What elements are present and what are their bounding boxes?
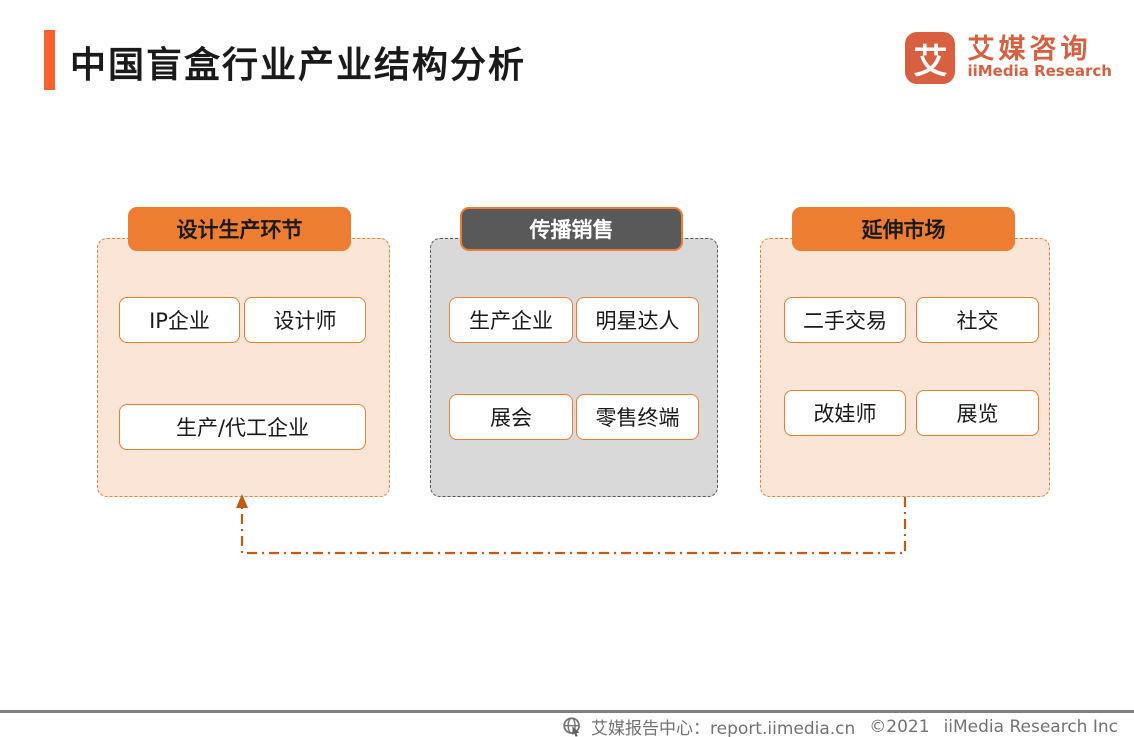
title-accent-bar [44, 30, 55, 90]
footer-divider [0, 710, 1134, 713]
panel-design-production: IP企业 设计师 生产/代工企业 [97, 238, 390, 497]
item-designer: 设计师 [244, 297, 366, 343]
item-exhibition: 展览 [916, 390, 1039, 436]
item-social: 社交 [916, 297, 1039, 343]
brand-logo-text: 艾媒咨询 iiMedia Research [967, 33, 1112, 81]
brand-logo-icon: 艾 [905, 32, 956, 84]
footer-company: iiMedia Research Inc [943, 716, 1118, 737]
item-production-company: 生产企业 [449, 297, 573, 343]
panel-header-extended-market: 延伸市场 [792, 207, 1015, 251]
item-ip-company: IP企业 [119, 297, 240, 343]
panel-header-design-production: 设计生产环节 [128, 207, 351, 251]
item-production-oem-company: 生产/代工企业 [119, 404, 366, 450]
item-celebrity-influencer: 明星达人 [576, 297, 699, 343]
panel-communication-sales: 生产企业 明星达人 展会 零售终端 [430, 238, 718, 497]
page-title: 中国盲盒行业产业结构分析 [70, 45, 527, 86]
brand-name-cn: 艾媒咨询 [967, 33, 1092, 65]
footer-copyright: ©2021 [869, 716, 930, 737]
item-secondhand-trading: 二手交易 [784, 297, 906, 343]
item-retail-terminal: 零售终端 [576, 394, 699, 440]
item-doll-modifier: 改娃师 [784, 390, 906, 436]
footer: 艾媒报告中心：report.iimedia.cn ©2021 iiMedia R… [562, 714, 1118, 737]
item-exhibition-fair: 展会 [449, 394, 573, 440]
footer-source: 艾媒报告中心：report.iimedia.cn [591, 719, 856, 737]
panel-header-communication-sales: 传播销售 [460, 207, 683, 251]
globe-cursor-icon [563, 717, 580, 737]
panel-extended-market: 二手交易 社交 改娃师 展览 [760, 238, 1050, 497]
brand-name-en: iiMedia Research [967, 62, 1112, 81]
brand-logo: 艾 艾媒咨询 iiMedia Research [905, 32, 1112, 84]
